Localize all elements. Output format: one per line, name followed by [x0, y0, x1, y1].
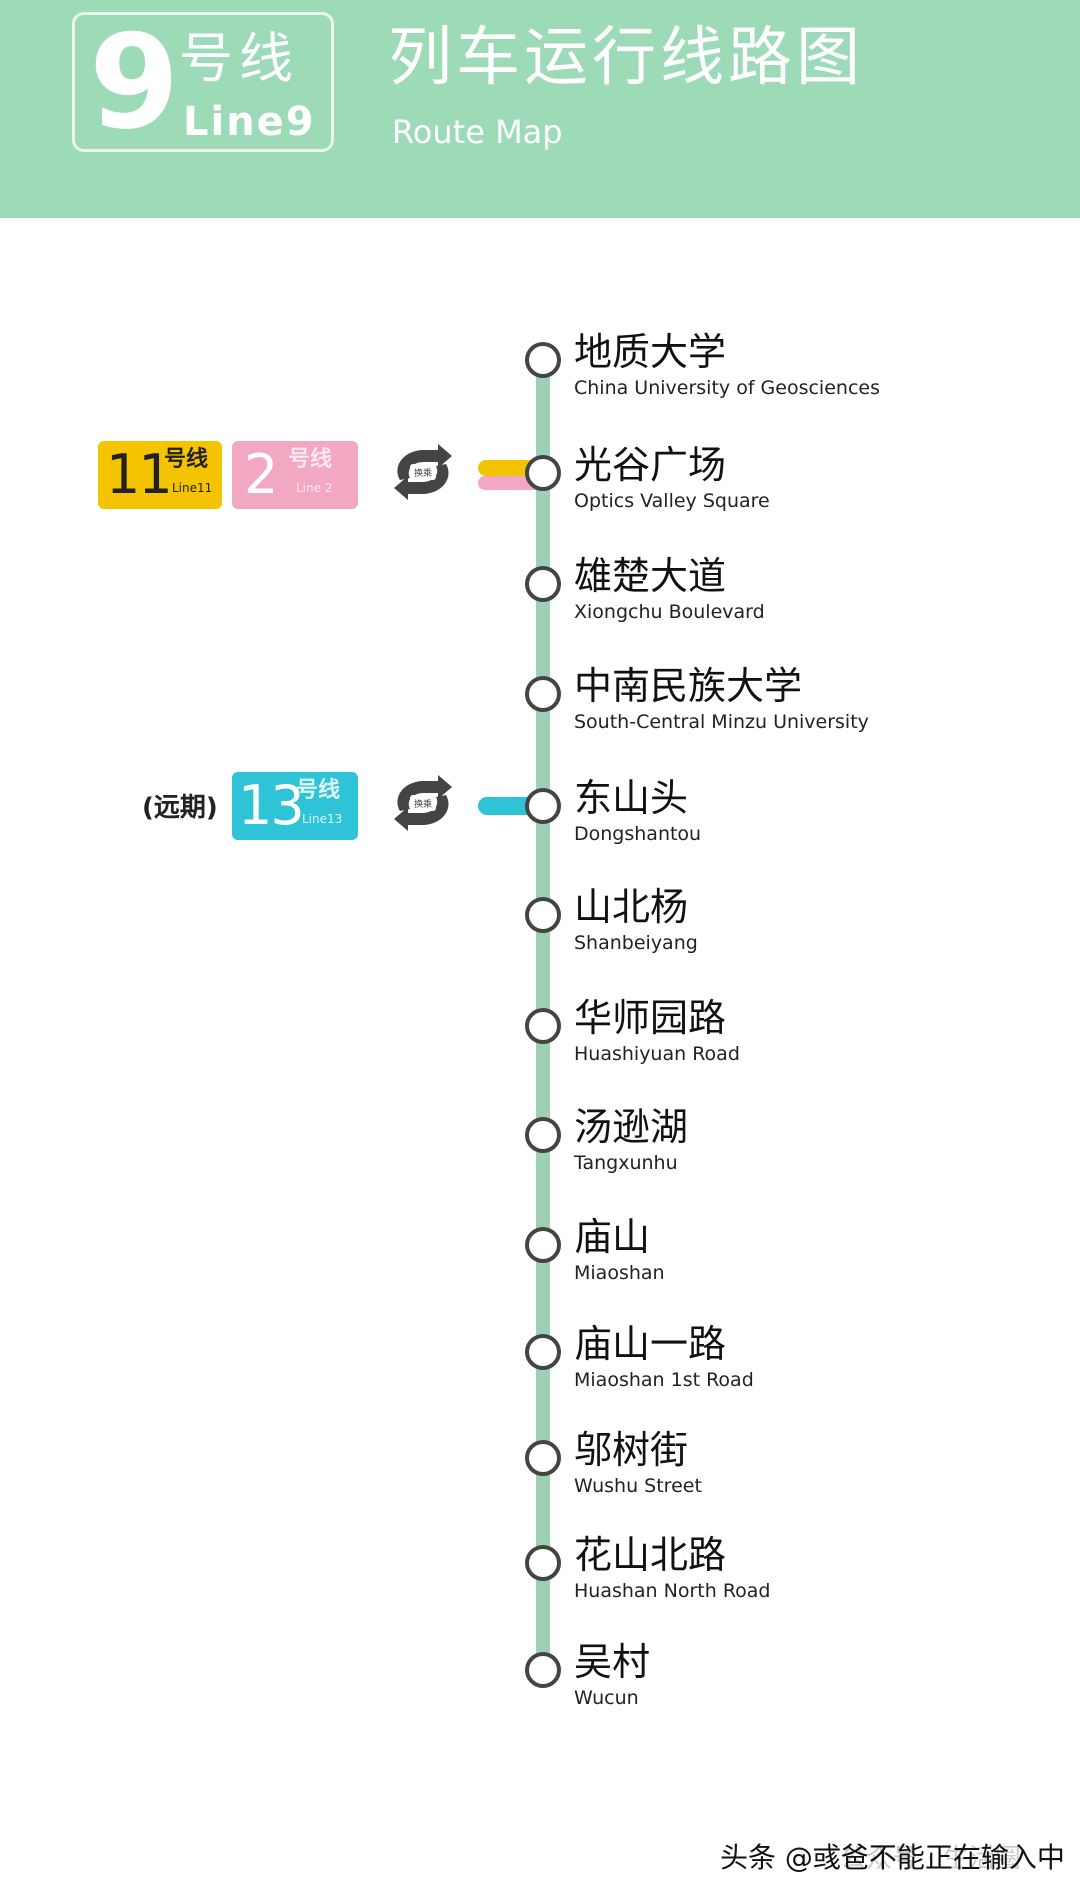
tag-label-en: Line11 [172, 481, 213, 495]
station-name-en: South-Central Minzu University [574, 711, 869, 733]
transfer-tag-line13: 13 号线 Line13 [232, 772, 358, 840]
future-note: (远期) [142, 793, 218, 823]
transfer-icon-label: 换乘 [414, 467, 432, 479]
station-node [525, 1117, 561, 1153]
station-node [525, 1008, 561, 1044]
station-node [525, 1440, 561, 1476]
station-label: 中南民族大学 South-Central Minzu University [574, 664, 869, 734]
station-name-en: Miaoshan [574, 1262, 665, 1284]
tag-label-cn: 号线 [164, 447, 209, 472]
station-name-en: Wucun [574, 1687, 639, 1709]
station-name-en: China University of Geosciences [574, 377, 880, 399]
station-name-en: Huashan North Road [574, 1580, 771, 1602]
station-node [525, 1334, 561, 1370]
line-label-en: Line9 [183, 99, 316, 145]
station-label: 雄楚大道 Xiongchu Boulevard [574, 554, 765, 624]
station-name-cn: 庙山一路 [574, 1322, 727, 1366]
station-node [525, 566, 561, 602]
tag-number: 2 [244, 443, 278, 506]
station-name-en: Tangxunhu [574, 1152, 678, 1174]
station-node [525, 897, 561, 933]
tag-label-en: Line13 [302, 812, 343, 826]
watermark: 公众号 · 生活圈 [840, 1844, 1021, 1874]
station-node [525, 455, 561, 491]
station-node [525, 342, 561, 378]
line-badge: 9 号线 Line9 [72, 7, 334, 157]
station-name-cn: 邬树街 [574, 1428, 689, 1472]
station-label: 华师园路 Huashiyuan Road [574, 996, 740, 1066]
station-name-cn: 吴村 [574, 1640, 651, 1684]
station-name-en: Huashiyuan Road [574, 1043, 740, 1065]
station-node [525, 1545, 561, 1581]
header-banner: 9 号线 Line9 列车运行线路图 Route Map [0, 0, 1080, 218]
station-name-en: Shanbeiyang [574, 932, 698, 954]
station-label: 吴村 Wucun [574, 1640, 650, 1710]
station-name-en: Xiongchu Boulevard [574, 601, 765, 623]
station-name-cn: 东山头 [574, 776, 689, 820]
station-name-cn: 华师园路 [574, 996, 727, 1040]
station-name-cn: 花山北路 [574, 1533, 727, 1577]
tag-number: 11 [106, 443, 173, 506]
page-subtitle: Route Map [392, 113, 563, 151]
station-label: 庙山 Miaoshan [574, 1215, 665, 1285]
tag-label-cn: 号线 [288, 447, 333, 472]
line-number: 9 [89, 6, 180, 158]
transfer-tag-line11: 11 号线 Line11 [98, 441, 222, 509]
station-label: 山北杨 Shanbeiyang [574, 885, 698, 955]
transfer-icon-label: 换乘 [414, 798, 432, 810]
tag-label-cn: 号线 [296, 778, 341, 803]
station-label: 庙山一路 Miaoshan 1st Road [574, 1322, 754, 1392]
source-credit: 头条 @彧爸不能正在输入中 [720, 1841, 1065, 1874]
station-name-en: Miaoshan 1st Road [574, 1369, 754, 1391]
station-node [525, 1227, 561, 1263]
transfer-tag-line2: 2 号线 Line 2 [232, 441, 358, 509]
station-name-cn: 雄楚大道 [574, 554, 727, 598]
station-name-cn: 地质大学 [574, 330, 727, 374]
station-node [525, 1652, 561, 1688]
station-label: 汤逊湖 Tangxunhu [574, 1105, 688, 1175]
station-name-cn: 中南民族大学 [574, 664, 803, 708]
station-name-cn: 山北杨 [574, 885, 689, 929]
station-node [525, 788, 561, 824]
station-name-en: Dongshantou [574, 823, 702, 845]
line-label-cn: 号线 [179, 27, 299, 90]
station-label: 地质大学 China University of Geosciences [574, 330, 880, 400]
station-label: 东山头 Dongshantou [574, 776, 701, 846]
page-title: 列车运行线路图 [388, 21, 864, 95]
station-name-cn: 光谷广场 [574, 443, 727, 487]
tag-number: 13 [238, 774, 305, 837]
transfer-icon: 换乘 [394, 775, 452, 831]
station-name-en: Wushu Street [574, 1475, 702, 1497]
station-name-cn: 庙山 [574, 1215, 651, 1259]
transfer-icon: 换乘 [394, 444, 452, 500]
station-name-cn: 汤逊湖 [574, 1105, 689, 1149]
station-node [525, 676, 561, 712]
station-label: 邬树街 Wushu Street [574, 1428, 702, 1498]
station-label: 光谷广场 Optics Valley Square [574, 443, 770, 513]
tag-label-en: Line 2 [296, 481, 333, 495]
station-label: 花山北路 Huashan North Road [574, 1533, 771, 1603]
station-name-en: Optics Valley Square [574, 490, 770, 512]
